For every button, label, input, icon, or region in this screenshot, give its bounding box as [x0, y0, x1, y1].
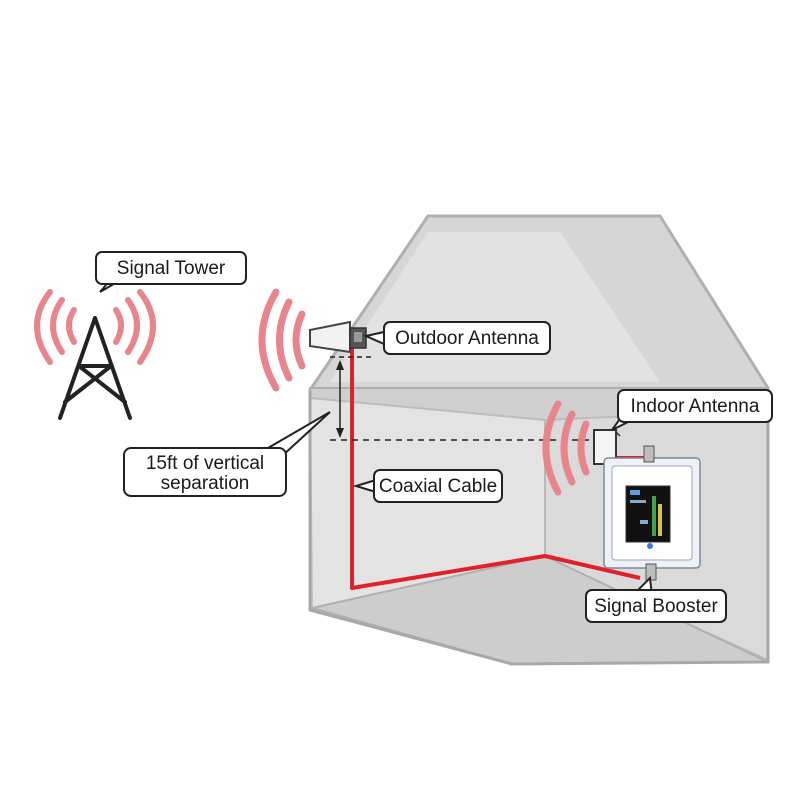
- callout-outdoor-antenna: Outdoor Antenna: [362, 321, 551, 355]
- vertical-separation-marker: [330, 356, 600, 441]
- label-signal-booster: Signal Booster: [594, 596, 718, 617]
- callout-coaxial-cable: Coaxial Cable: [352, 469, 503, 503]
- indoor-antenna-waves: [542, 400, 590, 496]
- label-signal-tower: Signal Tower: [117, 258, 226, 279]
- signal-booster-device: [603, 445, 701, 581]
- label-coaxial-cable: Coaxial Cable: [379, 476, 497, 497]
- outdoor-antenna-waves: [258, 288, 306, 392]
- callout-signal-booster: Signal Booster: [585, 575, 727, 623]
- label-indoor-antenna: Indoor Antenna: [631, 396, 760, 417]
- label-outdoor-antenna: Outdoor Antenna: [395, 328, 539, 349]
- signal-tower-icon: [58, 316, 132, 420]
- callout-signal-tower: Signal Tower: [95, 251, 247, 293]
- house-outline: [308, 388, 770, 666]
- cable-path: [350, 348, 641, 590]
- label-separation-line2: separation: [161, 473, 250, 494]
- tower-signal-waves: [34, 289, 156, 365]
- callout-vertical-separation: 15ft of vertical separation: [123, 411, 331, 497]
- label-separation-line1: 15ft of vertical: [146, 453, 264, 474]
- callout-indoor-antenna: Indoor Antenna: [611, 389, 773, 431]
- outdoor-antenna-icon: [309, 320, 367, 354]
